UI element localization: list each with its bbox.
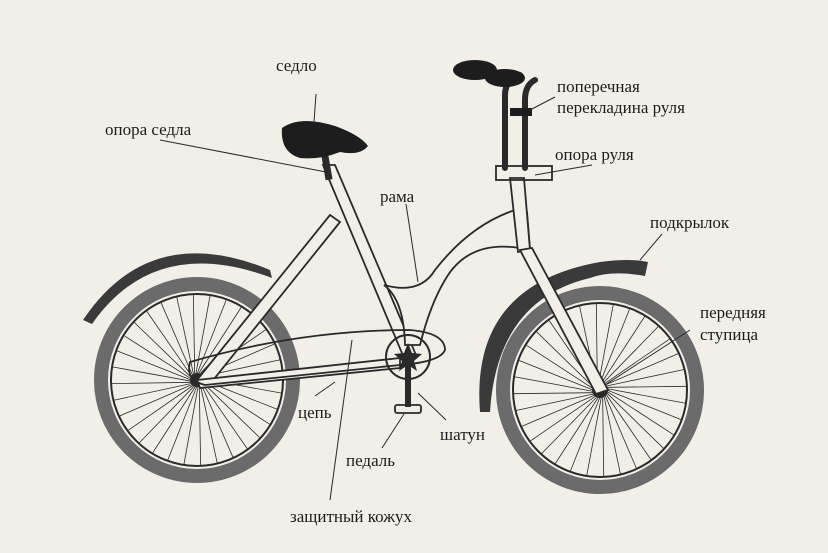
spoke	[536, 331, 594, 388]
label-pedal: педаль	[346, 451, 395, 470]
front-tire	[496, 286, 704, 494]
spoke	[119, 383, 193, 417]
label-mudguard: подкрылок	[650, 213, 730, 232]
spoke	[201, 383, 248, 449]
spoke	[603, 395, 621, 474]
spoke	[146, 311, 193, 377]
spoke	[554, 396, 599, 464]
label-crossbar-line2: перекладина руля	[557, 98, 685, 117]
rear-tire	[94, 277, 300, 483]
spoke	[514, 392, 594, 395]
label-front-hub-line2: ступица	[700, 325, 759, 344]
label-saddle: седло	[276, 56, 317, 75]
spoke	[196, 300, 227, 375]
spoke	[202, 380, 270, 425]
spoke	[586, 396, 602, 476]
spoke	[112, 381, 192, 385]
spoke	[128, 384, 194, 431]
spoke	[598, 304, 614, 384]
spoke	[605, 393, 652, 460]
spoke	[152, 385, 197, 453]
front-fender	[479, 260, 648, 412]
handlebar-crossbar	[510, 108, 532, 116]
spoke	[516, 393, 595, 411]
front-rim	[512, 302, 688, 478]
leader-saddle	[313, 93, 317, 123]
leader-chain	[314, 381, 336, 397]
spoke	[195, 295, 211, 375]
spoke	[606, 388, 686, 404]
spoke	[521, 394, 596, 427]
spoke	[160, 302, 194, 376]
leader-chain-guard	[329, 339, 353, 501]
leader-frame	[405, 203, 419, 283]
spoke	[192, 295, 196, 375]
seat-post	[320, 149, 333, 181]
label-chain: цепь	[298, 403, 332, 422]
pedal	[394, 404, 422, 414]
leader-pedal	[381, 413, 405, 449]
label-front-hub-line1: передняя	[700, 303, 766, 322]
right-grip	[485, 69, 525, 87]
handlebar	[453, 60, 553, 181]
spoke	[124, 335, 192, 380]
label-handlebar-stem: опора руля	[555, 145, 634, 164]
spoke	[606, 392, 664, 449]
crank-arm	[405, 357, 411, 407]
leader-front-hub	[604, 329, 691, 386]
rear-fender	[83, 253, 272, 324]
spoke	[606, 389, 681, 420]
spoke	[139, 385, 195, 443]
leader-mudguard	[639, 233, 663, 261]
spoke	[112, 366, 192, 382]
spoke	[200, 384, 234, 458]
spoke	[198, 385, 202, 465]
chain-guard	[188, 329, 446, 386]
spoke	[570, 396, 601, 471]
spoke	[197, 307, 242, 375]
spoke	[602, 326, 659, 384]
label-frame: рама	[380, 187, 415, 206]
leader-crossbar	[529, 96, 556, 111]
spoke	[202, 382, 260, 438]
spoke	[599, 309, 630, 384]
spoke	[604, 353, 679, 386]
spoke	[117, 350, 192, 381]
spoke	[530, 395, 597, 442]
spoke	[167, 385, 198, 460]
leader-seat-post	[159, 139, 327, 173]
spoke	[519, 360, 594, 391]
rear-wheel	[94, 277, 300, 483]
spoke	[199, 384, 218, 463]
spoke	[176, 297, 195, 376]
spoke	[604, 394, 637, 469]
spoke	[605, 369, 684, 387]
left-grip	[453, 60, 497, 80]
spoke	[602, 396, 605, 476]
spoke	[541, 396, 598, 454]
label-chain-guard: защитный кожух	[290, 507, 412, 526]
spoke	[526, 344, 594, 389]
saddle	[281, 120, 368, 159]
spoke	[601, 316, 646, 384]
spoke	[183, 385, 199, 465]
leader-lines	[159, 93, 691, 501]
label-crossbar-line1: поперечная	[557, 77, 640, 96]
spoke	[606, 391, 674, 436]
leader-crank	[417, 392, 447, 421]
leader-handlebar-stem	[534, 164, 593, 176]
spoke	[134, 322, 192, 378]
spoke	[603, 338, 670, 385]
label-seat-post: опора седла	[105, 120, 192, 139]
spoke	[514, 376, 594, 392]
spoke	[606, 385, 686, 388]
spoke	[114, 382, 193, 401]
label-crank: шатун	[440, 425, 485, 444]
